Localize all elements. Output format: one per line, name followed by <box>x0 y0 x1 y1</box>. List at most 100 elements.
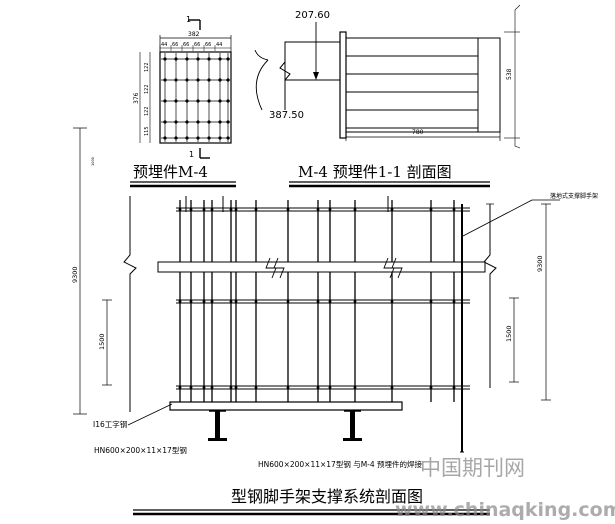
plate-title: 预埋件M-4 <box>133 163 208 181</box>
coupler-node <box>229 300 233 303</box>
label-i16: I16工字钢 <box>93 419 127 429</box>
section-mark-top: 1 <box>186 15 191 24</box>
anchor-node <box>226 57 230 61</box>
coupler-node <box>234 386 238 389</box>
anchor-node <box>226 136 230 140</box>
coupler-node <box>353 208 357 211</box>
coupler-node <box>202 386 206 389</box>
plate-spacing-label: 66 <box>205 42 211 48</box>
section-detail: 207.60 387.50 780 538 M-4 预埋件1-1 剖面图 <box>254 4 521 188</box>
coupler-node <box>452 300 456 303</box>
scaffold-standards <box>179 196 455 402</box>
label-scaffold: 落地式支撑脚手架 <box>550 192 598 200</box>
anchor-node <box>196 99 200 103</box>
label-hn-right: HN600×200×11×17型钢 与M-4 预埋件的焊接 <box>258 459 423 469</box>
anchor-node <box>185 136 189 140</box>
anchor-node <box>207 57 211 61</box>
plate-width-total: 382 <box>188 31 200 38</box>
left-height-dim: 9300 <box>71 266 79 283</box>
anchor-node <box>163 57 167 61</box>
anchor-node <box>196 136 200 140</box>
coupler-node <box>178 300 182 303</box>
coupler-node <box>254 386 258 389</box>
scaffold-elevation: 9300 1000 1500 I16工字钢 <box>71 127 598 516</box>
section-width-dim: 780 <box>412 129 424 136</box>
coupler-node <box>234 300 238 303</box>
section-title: M-4 预埋件1-1 剖面图 <box>298 163 452 181</box>
anchor-node <box>185 120 189 124</box>
anchor-node <box>185 57 189 61</box>
right-1500-dim: 1500 <box>505 325 513 342</box>
plate-spacing-label: 66 <box>183 42 189 48</box>
coupler-node <box>202 300 206 303</box>
coupler-node <box>316 208 320 211</box>
coupler-node <box>229 208 233 211</box>
i16-beam <box>169 401 403 411</box>
scaffold-ledgers <box>176 207 470 390</box>
coupler-node <box>286 300 290 303</box>
coupler-node <box>390 208 394 211</box>
section-height-dim: 538 <box>506 68 513 80</box>
anchor-node <box>163 78 167 82</box>
plate-row-dim-label: 122 <box>144 62 150 72</box>
coupler-node <box>234 208 238 211</box>
coupler-node <box>452 208 456 211</box>
coupler-node <box>390 386 394 389</box>
anchor-node <box>207 78 211 82</box>
left-small-dim: 1000 <box>91 157 95 166</box>
coupler-node <box>429 300 433 303</box>
anchor-node <box>218 78 222 82</box>
anchor-node <box>218 136 222 140</box>
plate-row-dim-label: 122 <box>144 106 150 116</box>
anchor-node <box>196 78 200 82</box>
anchor-node <box>196 120 200 124</box>
coupler-node <box>328 300 332 303</box>
anchor-node <box>163 120 167 124</box>
anchor-node <box>226 78 230 82</box>
left-1500-dim: 1500 <box>98 333 106 350</box>
anchor-node <box>185 99 189 103</box>
coupler-node <box>178 208 182 211</box>
plate-height-total: 376 <box>133 92 140 104</box>
elevation-top: 207.60 <box>295 10 330 21</box>
anchor-node <box>174 136 178 140</box>
coupler-node <box>189 386 193 389</box>
section-mark-bottom: 1 <box>189 150 194 159</box>
coupler-node <box>286 386 290 389</box>
section-fins <box>345 37 478 133</box>
anchor-node <box>218 120 222 124</box>
coupler-node <box>286 208 290 211</box>
plate-spacing-label: 44 <box>216 42 222 48</box>
anchor-node <box>218 99 222 103</box>
coupler-node <box>254 300 258 303</box>
coupler-node <box>229 386 233 389</box>
watermark-url: www.chinaqking.com <box>395 499 615 521</box>
plate-outline <box>159 51 232 144</box>
coupler-node <box>210 208 214 211</box>
scaffold-leader <box>462 199 533 237</box>
coupler-node <box>353 300 357 303</box>
coupler-node <box>202 208 206 211</box>
anchor-node <box>226 120 230 124</box>
coupler-node <box>429 386 433 389</box>
i16-leader <box>127 403 173 426</box>
coupler-node <box>178 386 182 389</box>
plate-row-dim-label: 122 <box>144 84 150 94</box>
anchor-node <box>226 99 230 103</box>
anchor-node <box>174 57 178 61</box>
right-height-dim: 9300 <box>536 255 544 272</box>
coupler-node <box>353 386 357 389</box>
anchor-node <box>174 120 178 124</box>
anchor-node <box>163 136 167 140</box>
label-hn-left: HN600×200×11×17型钢 <box>94 445 187 455</box>
anchor-node <box>174 78 178 82</box>
anchor-node <box>218 57 222 61</box>
main-title: 型钢脚手架支撑系统剖面图 <box>231 487 423 506</box>
coupler-node <box>210 386 214 389</box>
watermark-cn: 中国期刊网 <box>420 456 525 480</box>
anchor-node <box>185 78 189 82</box>
anchor-node <box>163 99 167 103</box>
plate-spacing-label: 66 <box>194 42 200 48</box>
